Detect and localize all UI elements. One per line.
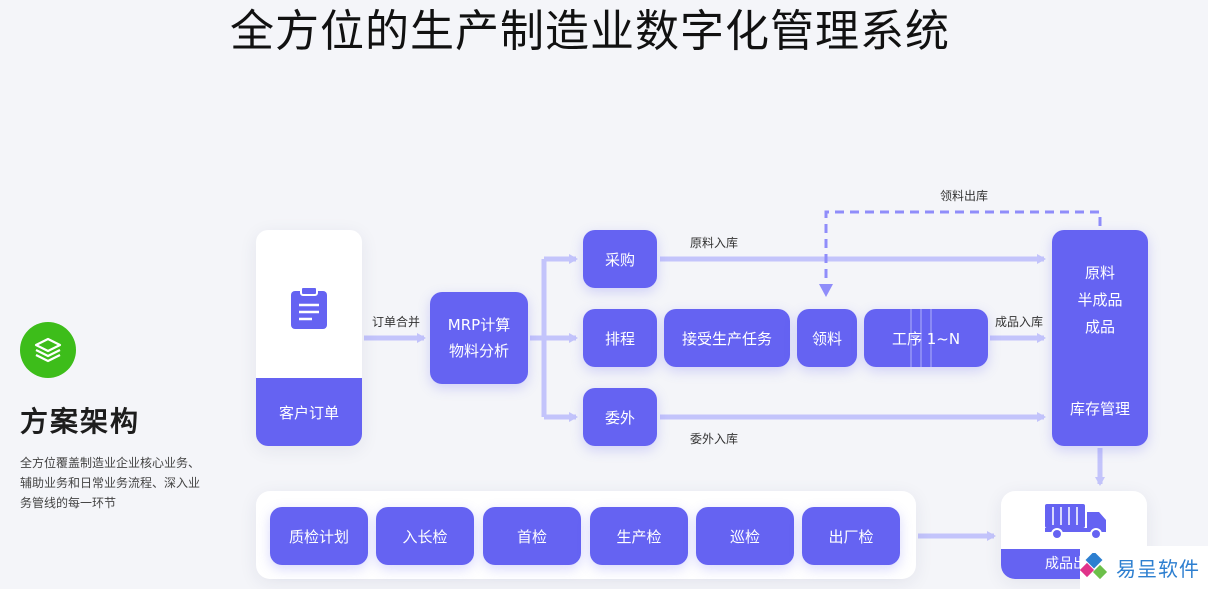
process-stripe	[910, 309, 912, 367]
truck-icon	[1045, 504, 1106, 540]
process-label: 工序 1~N	[891, 329, 961, 348]
pick-material-node: 领料	[797, 309, 857, 367]
qc-step: 首检	[483, 507, 581, 565]
inventory-finished: 成品	[1084, 318, 1115, 336]
inventory-node: 原料 半成品 成品 库存管理	[1052, 230, 1148, 446]
outsource-node: 委外	[583, 388, 657, 446]
process-stripe	[930, 309, 932, 367]
flow-label-outsource-in: 委外入库	[690, 432, 739, 446]
process-node: 工序 1~N	[864, 309, 988, 367]
flow-label-product-in: 成品入库	[995, 315, 1044, 329]
qc-step: 出厂检	[802, 507, 900, 565]
flow-label-raw-in: 原料入库	[690, 236, 739, 250]
qc-step: 巡检	[696, 507, 794, 565]
qc-step: 生产检	[590, 507, 688, 565]
qc-step: 入长检	[376, 507, 474, 565]
inventory-materials: 原料 半成品 成品	[1052, 260, 1148, 341]
customer-order-label: 客户订单	[256, 378, 362, 446]
inventory-raw: 原料	[1084, 264, 1115, 282]
layers-icon	[20, 322, 76, 378]
section-description: 全方位覆盖制造业企业核心业务、辅助业务和日常业务流程、深入业务管线的每一环节	[20, 456, 201, 510]
mrp-line-2: 物料分析	[448, 342, 509, 360]
mrp-line-1: MRP计算	[447, 316, 511, 334]
accept-task-node: 接受生产任务	[664, 309, 790, 367]
customer-order-card: 客户订单	[256, 230, 362, 446]
section-heading: 方案架构	[20, 405, 141, 438]
mrp-node: MRP计算 物料分析	[430, 292, 528, 384]
qc-step: 质检计划	[270, 507, 368, 565]
schedule-node: 排程	[583, 309, 657, 367]
process-stripe	[920, 309, 922, 367]
watermark: 易呈软件	[1080, 546, 1208, 589]
flow-label-material-out: 领料出库	[940, 189, 989, 203]
inventory-manage-label: 库存管理	[1069, 400, 1130, 418]
clipboard-icon	[291, 286, 327, 329]
flow-label-order-merge: 订单合并	[372, 315, 421, 329]
purchase-node: 采购	[583, 230, 657, 288]
watermark-text: 易呈软件	[1116, 557, 1200, 581]
inventory-semi: 半成品	[1077, 291, 1123, 309]
page-title: 全方位的生产制造业数字化管理系统	[230, 6, 950, 57]
yichen-logo-icon	[1080, 552, 1108, 579]
quality-check-panel: 质检计划 入长检 首检 生产检 巡检 出厂检	[256, 491, 916, 579]
